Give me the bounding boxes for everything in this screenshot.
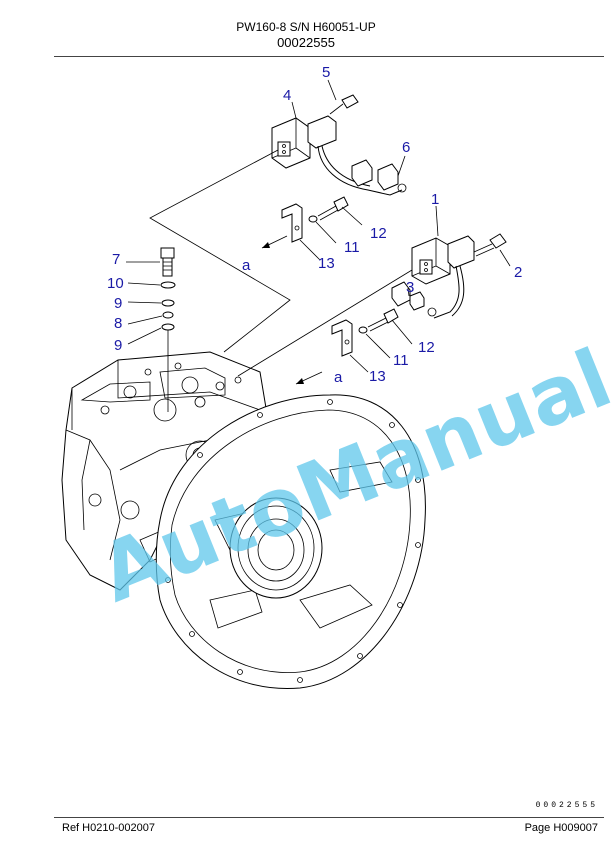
callout-1: 1 <box>431 191 439 208</box>
bracket-part-13-upper <box>281 203 303 243</box>
callout-10: 10 <box>107 275 124 292</box>
callout-9-upper: 9 <box>114 295 122 312</box>
plug-part-7 <box>160 247 175 277</box>
washer-part-9b <box>161 323 175 331</box>
oring-part-10 <box>160 281 176 289</box>
callout-11-upper: 11 <box>344 239 360 256</box>
callout-2: 2 <box>514 264 522 281</box>
callout-5: 5 <box>322 64 330 81</box>
bolt-part-12-upper <box>317 196 349 221</box>
footer-divider <box>54 817 604 818</box>
solenoid-part-1 <box>411 235 475 285</box>
pump-body <box>61 351 426 690</box>
callout-8: 8 <box>114 315 122 332</box>
callout-leaders <box>126 79 511 373</box>
washer-part-11-upper <box>308 215 318 223</box>
harness-part-6 <box>317 145 407 196</box>
callout-11-lower: 11 <box>393 352 409 369</box>
page-number: Page H009007 <box>524 822 598 834</box>
callout-13-upper: 13 <box>318 255 335 272</box>
arrow-a-upper <box>261 235 288 249</box>
phantom-line-lower <box>237 269 413 377</box>
washer-part-11-lower <box>358 326 368 334</box>
solenoid-part-4 <box>271 115 337 169</box>
washer-part-9a <box>161 299 175 307</box>
arrow-a-lower <box>295 371 323 385</box>
model-serial-title: PW160-8 S/N H60051-UP <box>236 20 376 34</box>
callout-a-lower: a <box>334 369 343 386</box>
small-drawing-code: 00022555 <box>535 801 598 810</box>
reference-number: Ref H0210-002007 <box>62 822 155 834</box>
callout-12-lower: 12 <box>418 339 435 356</box>
callout-9-lower: 9 <box>114 337 122 354</box>
bolt-part-5 <box>329 94 359 115</box>
callout-7: 7 <box>112 251 120 268</box>
callout-a-upper: a <box>242 257 251 274</box>
callout-12-upper: 12 <box>370 225 387 242</box>
callout-3: 3 <box>406 279 414 296</box>
phantom-line-upper <box>149 149 291 353</box>
bolt-part-12-lower <box>367 308 399 332</box>
oring-part-8 <box>162 311 174 319</box>
bolt-part-2 <box>473 233 507 257</box>
harness-part-3 <box>391 265 465 319</box>
callout-6: 6 <box>402 139 410 156</box>
callout-4: 4 <box>283 87 291 104</box>
bracket-part-13-lower <box>331 319 353 357</box>
drawing-code: 00022555 <box>277 35 335 50</box>
callout-13-lower: 13 <box>369 368 386 385</box>
header-divider <box>54 56 604 57</box>
